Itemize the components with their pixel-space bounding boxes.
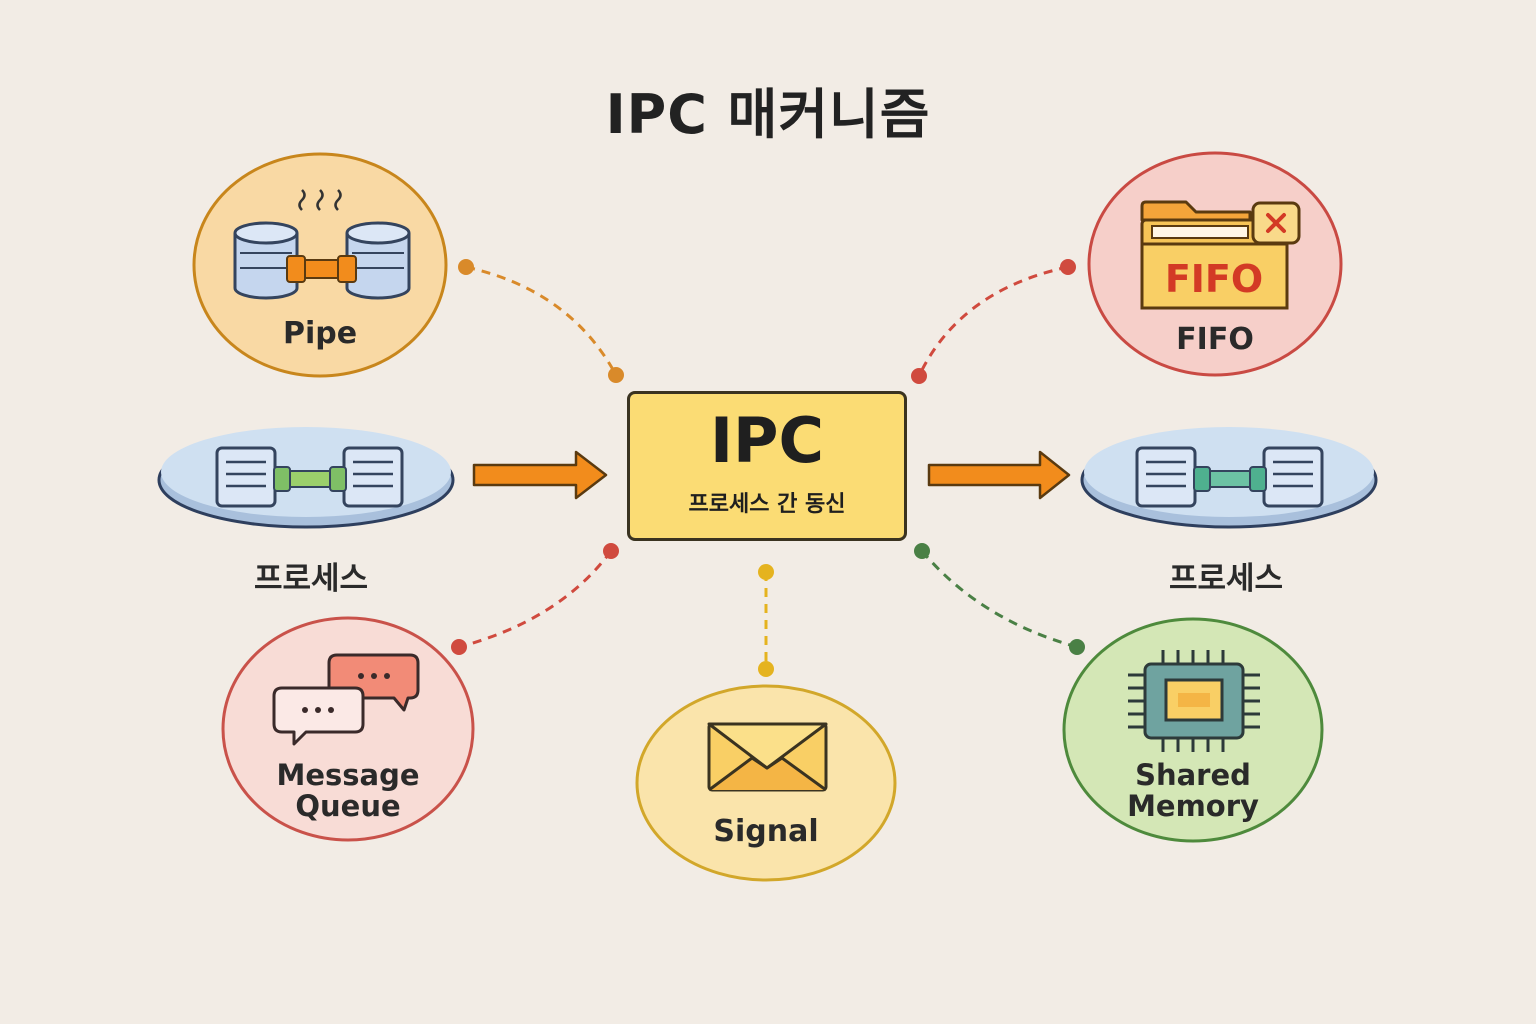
shared-memory-label-line1: Shared bbox=[1135, 758, 1251, 792]
document-icon-right-a bbox=[1135, 446, 1197, 508]
pipe-connector-icon-left bbox=[273, 466, 347, 492]
connector-pipe bbox=[458, 259, 624, 383]
process-right-label: 프로세스 bbox=[1168, 561, 1284, 597]
connector-message-queue bbox=[451, 543, 619, 655]
ipc-center-box: IPC 프로세스 간 동신 bbox=[627, 391, 907, 541]
arrow-center-to-right bbox=[927, 450, 1071, 500]
process-left-label: 프로세스 bbox=[253, 561, 369, 597]
process-right-node bbox=[1080, 427, 1378, 529]
document-icon-left-b bbox=[342, 446, 404, 508]
envelope-icon bbox=[707, 722, 828, 792]
page-title: IPC 매커니즘 bbox=[605, 83, 931, 146]
process-left-node bbox=[157, 427, 455, 529]
message-queue-node bbox=[221, 616, 475, 842]
signal-node bbox=[635, 684, 897, 882]
chat-bubbles-icon bbox=[272, 653, 420, 746]
shared-memory-label: Shared Memory bbox=[1083, 760, 1303, 822]
arrow-left-to-center bbox=[472, 450, 608, 500]
chip-icon bbox=[1128, 650, 1260, 752]
fifo-label: FIFO bbox=[1176, 322, 1254, 357]
message-queue-label-line2: Queue bbox=[295, 789, 401, 823]
message-queue-label-line1: Message bbox=[276, 758, 420, 792]
pipe-node bbox=[192, 152, 448, 378]
shared-memory-node bbox=[1062, 617, 1324, 843]
pipe-icon bbox=[233, 189, 411, 300]
ipc-center-title: IPC bbox=[709, 404, 824, 477]
shared-memory-label-line2: Memory bbox=[1127, 789, 1259, 823]
ipc-center-subtitle: 프로세스 간 동신 bbox=[688, 492, 846, 517]
pipe-connector-icon-right bbox=[1193, 466, 1267, 492]
message-queue-label: Message Queue bbox=[238, 760, 458, 822]
connector-fifo bbox=[911, 259, 1076, 384]
fifo-node: FIFO bbox=[1087, 151, 1343, 377]
connector-shared-memory bbox=[914, 543, 1085, 655]
folder-icon: FIFO bbox=[1140, 200, 1289, 310]
document-icon-left-a bbox=[215, 446, 277, 508]
fifo-icon-text: FIFO bbox=[1165, 257, 1263, 301]
document-icon-right-b bbox=[1262, 446, 1324, 508]
pipe-label: Pipe bbox=[282, 316, 358, 351]
close-icon bbox=[1251, 201, 1301, 245]
connector-signal bbox=[758, 564, 774, 677]
signal-label: Signal bbox=[713, 814, 819, 849]
